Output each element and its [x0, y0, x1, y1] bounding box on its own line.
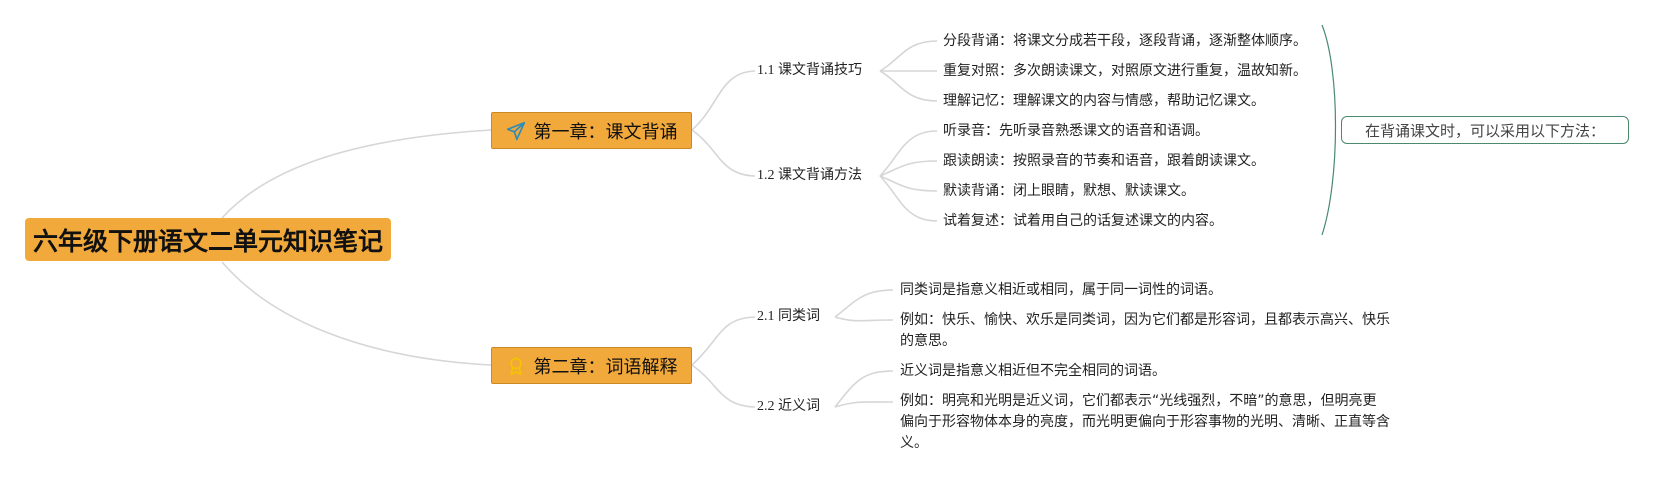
chapter-2-label: 第二章：词语解释 [533, 356, 678, 377]
section-2-1[interactable]: 2.1 同类词 [757, 309, 820, 324]
link-root-ch2 [221, 261, 492, 366]
leaf-1-2-1[interactable]: 听录音：先听录音熟悉课文的语音和语调。 [943, 123, 1209, 139]
leaf-1-2-3[interactable]: 默读背诵：闭上眼睛，默想、默读课文。 [943, 183, 1195, 199]
leaf-1-1-2[interactable]: 重复对照：多次朗读课文，对照原文进行重复，温故知新。 [943, 63, 1307, 79]
leaf-2-1-2[interactable]: 例如：快乐、愉快、欢乐是同类词，因为它们都是形容词，且都表示高兴、快乐的意思。 [900, 312, 1390, 349]
leaf-1-1-3[interactable]: 理解记忆：理解课文的内容与情感，帮助记忆课文。 [943, 93, 1265, 109]
leaf-1-2-4[interactable]: 试着复述：试着用自己的话复述课文的内容。 [943, 213, 1223, 229]
chapter-1-label: 第一章：课文背诵 [533, 121, 678, 142]
section-2-2[interactable]: 2.2 近义词 [757, 399, 820, 414]
leaf-1-2-2[interactable]: 跟读朗读：按照录音的节奏和语音，跟着朗读课文。 [943, 153, 1265, 169]
summary-brace [1321, 24, 1337, 236]
paper-plane-icon [506, 121, 526, 141]
root-title: 六年级下册语文二单元知识笔记 [32, 227, 383, 256]
link-ch2-s22 [691, 364, 756, 408]
chapter-2-node[interactable]: 第二章：词语解释 [491, 347, 692, 384]
link-root-ch1 [221, 129, 492, 219]
chapter-1-node[interactable]: 第一章：课文背诵 [491, 112, 692, 149]
leaf-2-2-1[interactable]: 近义词是指意义相近但不完全相同的词语。 [900, 363, 1166, 379]
link-ch1-s11 [691, 70, 756, 131]
section-1-2[interactable]: 1.2 课文背诵方法 [757, 168, 862, 183]
leaf-1-1-1[interactable]: 分段背诵：将课文分成若干段，逐段背诵，逐渐整体顺序。 [943, 33, 1307, 49]
link-ch1-s12 [691, 129, 756, 177]
summary-note[interactable]: 在背诵课文时，可以采用以下方法： [1341, 116, 1629, 144]
ribbon-award-icon [506, 356, 526, 376]
root-node[interactable]: 六年级下册语文二单元知识笔记 [25, 218, 391, 261]
section-1-1[interactable]: 1.1 课文背诵技巧 [757, 63, 862, 78]
leaf-2-2-2[interactable]: 例如：明亮和光明是近义词，它们都表示“光线强烈，不暗”的意思，但明亮更偏向于形容… [900, 393, 1390, 451]
summary-text: 在背诵课文时，可以采用以下方法： [1364, 121, 1605, 140]
link-ch2-s21 [691, 316, 756, 366]
leaf-2-1-1[interactable]: 同类词是指意义相近或相同，属于同一词性的词语。 [900, 282, 1222, 298]
